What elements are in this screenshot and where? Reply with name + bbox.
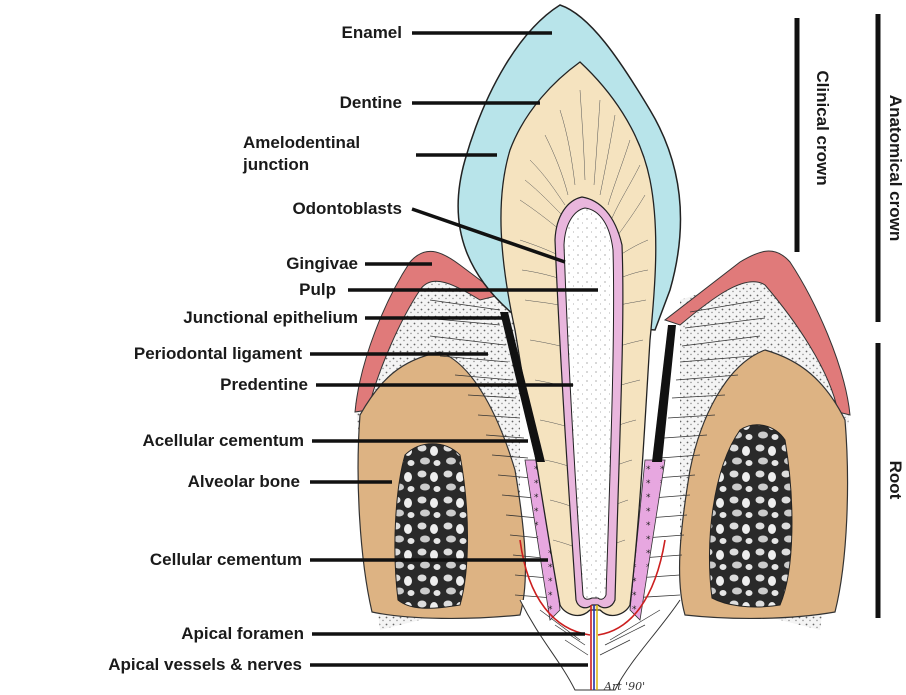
label-apical-foramen: Apical foramen (181, 624, 304, 644)
region-anatomical-crown: Anatomical crown (885, 95, 905, 241)
junctional-epithelium-right (652, 325, 676, 462)
apical-tissue (520, 600, 680, 690)
label-predentine: Predentine (220, 375, 308, 395)
label-alveolar-bone: Alveolar bone (188, 472, 300, 492)
label-odontoblasts: Odontoblasts (292, 199, 402, 219)
label-amelodentinal-line1: Amelodentinal (243, 133, 360, 153)
label-dentine: Dentine (340, 93, 402, 113)
region-root: Root (885, 461, 905, 500)
spongy-bone-left (395, 444, 468, 609)
label-junctional-epithelium: Junctional epithelium (183, 308, 358, 328)
label-acellular-cementum: Acellular cementum (142, 431, 304, 451)
label-enamel: Enamel (342, 23, 402, 43)
label-pulp: Pulp (299, 280, 336, 300)
artist-signature: Art '90' (604, 680, 645, 693)
region-clinical-crown: Clinical crown (812, 70, 832, 185)
label-cellular-cementum: Cellular cementum (150, 550, 302, 570)
label-gingivae: Gingivae (286, 254, 358, 274)
label-amelodentinal-line2: junction (243, 155, 309, 175)
label-apical-vessels: Apical vessels & nerves (108, 655, 302, 675)
label-periodontal-ligament: Periodontal ligament (134, 344, 302, 364)
